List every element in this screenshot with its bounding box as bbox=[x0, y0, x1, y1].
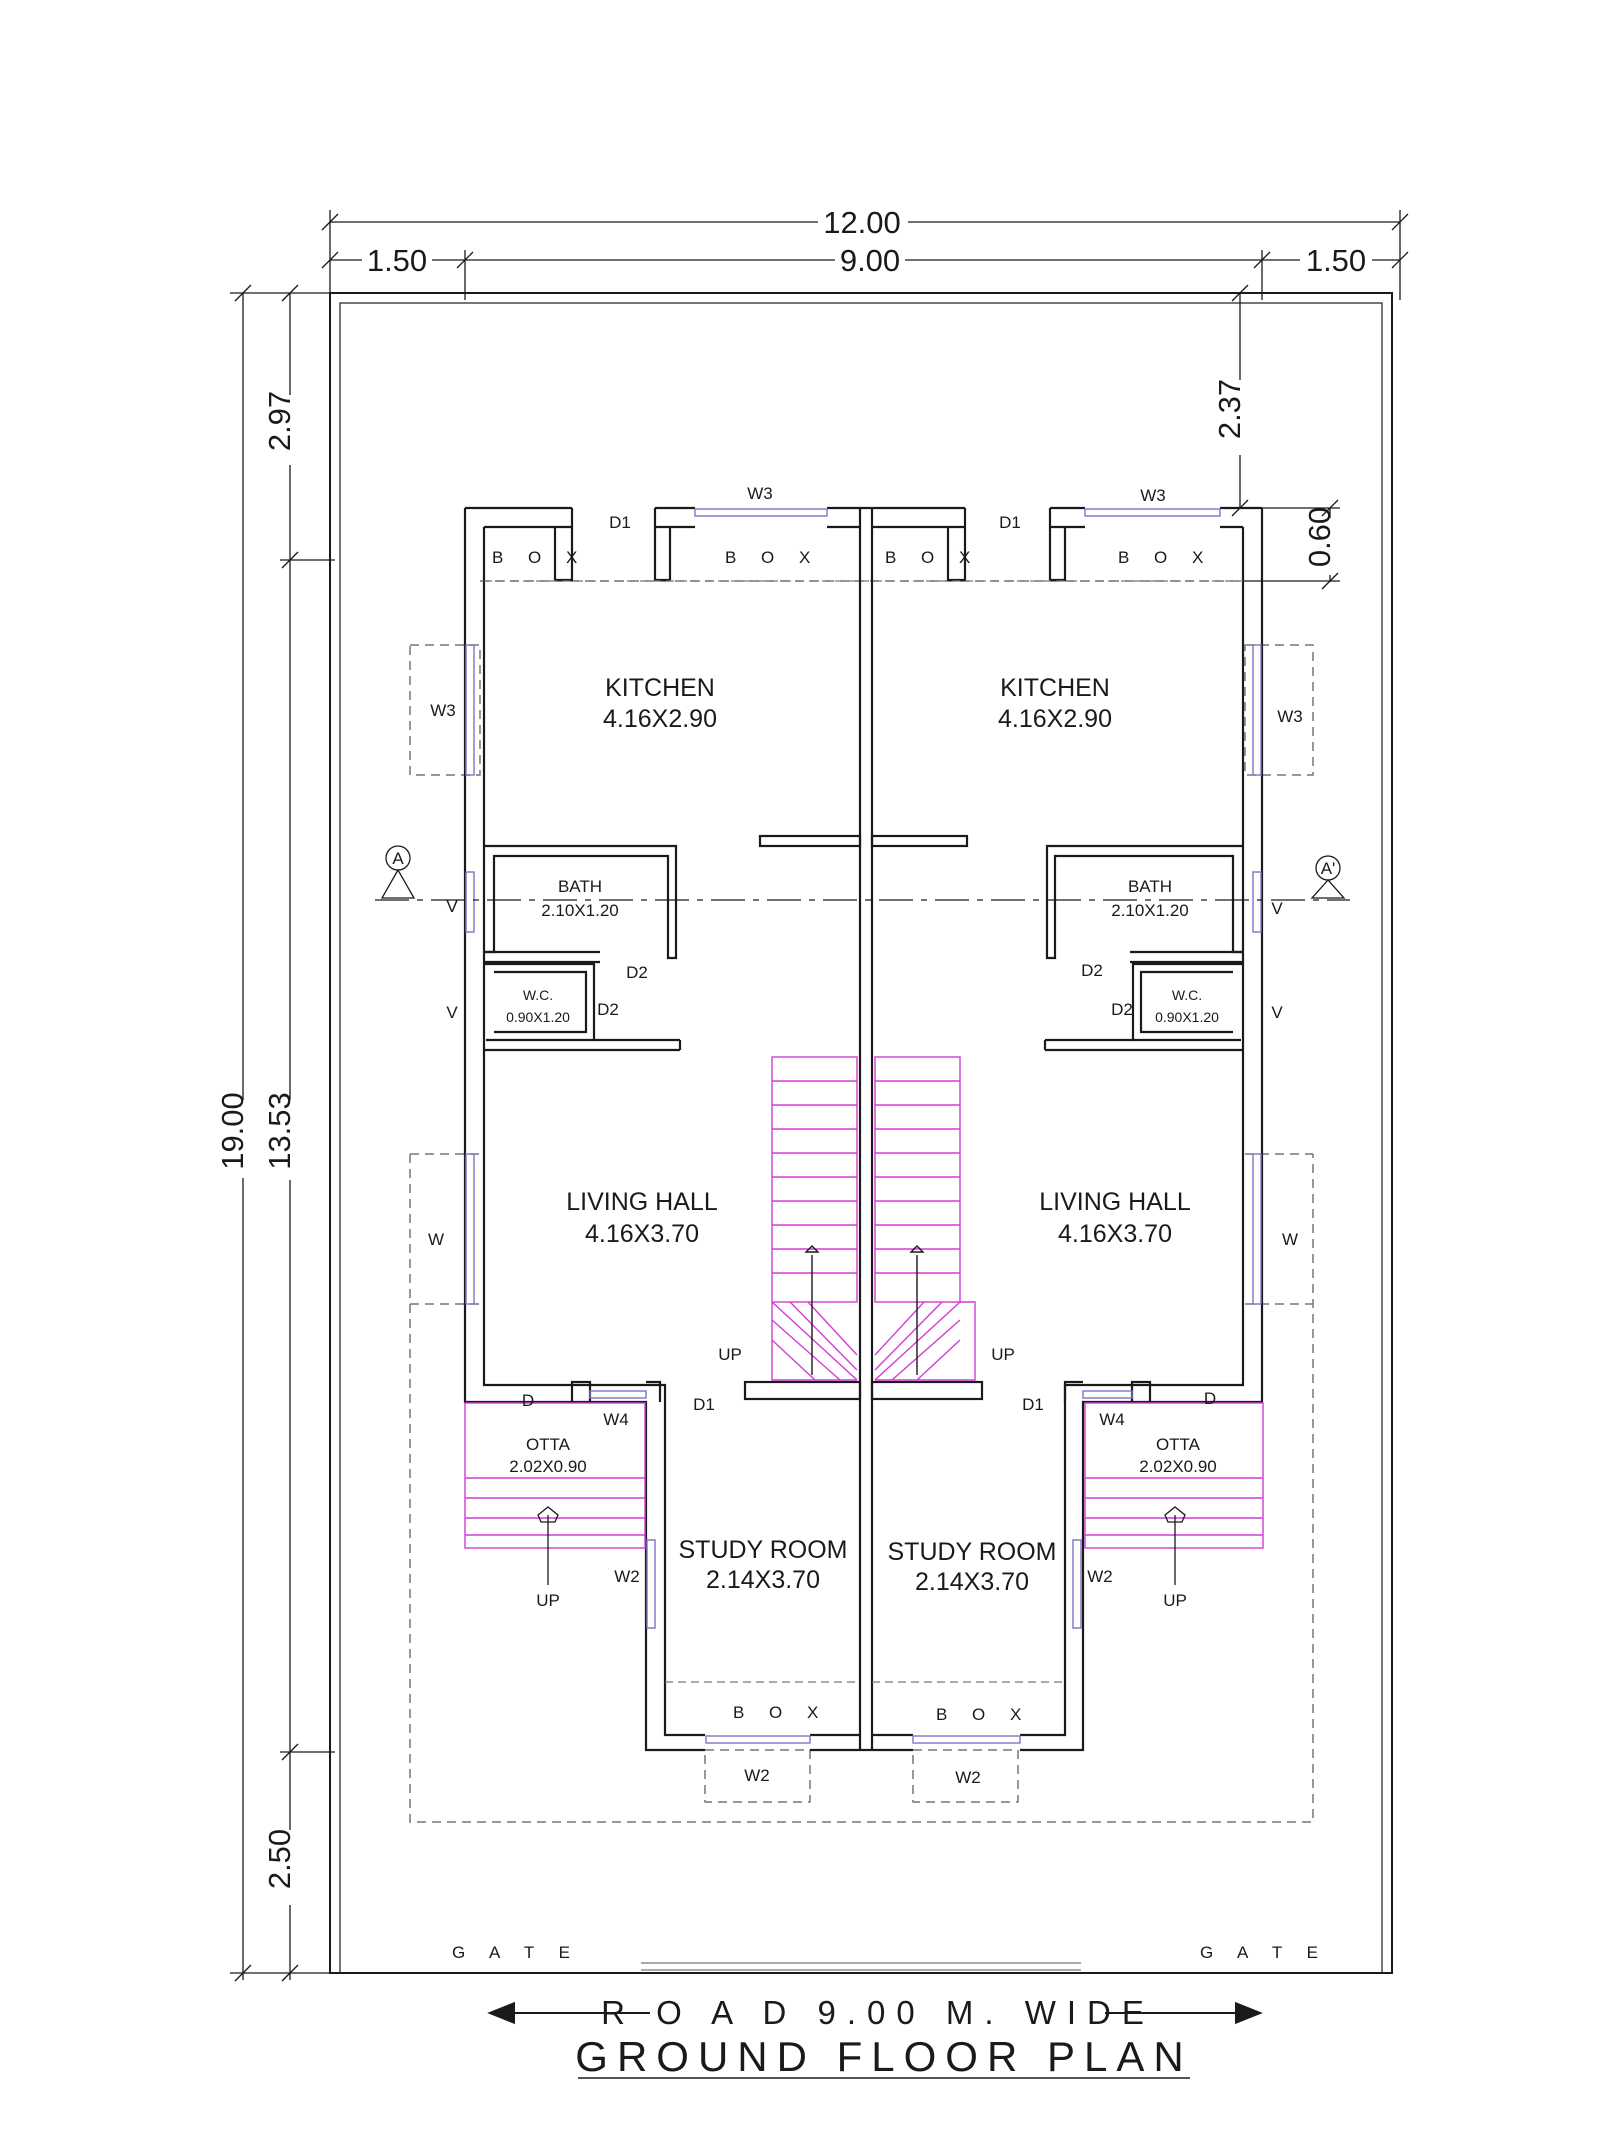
door-label-d2: D2 bbox=[626, 963, 648, 982]
box-lofts bbox=[484, 580, 1243, 1683]
window-label-w2: W2 bbox=[744, 1766, 770, 1785]
opening-labels: B O X B O X B O X B O X B O X B O X D1 D… bbox=[392, 484, 1335, 1962]
dimension-labels: 12.00 1.50 9.00 1.50 19.00 2.97 13.53 2.… bbox=[215, 205, 1366, 1889]
vent-label-v: V bbox=[1271, 1003, 1283, 1022]
study-right-name: STUDY ROOM bbox=[888, 1538, 1057, 1566]
living-left-size: 4.16X3.70 bbox=[585, 1220, 699, 1248]
box-label: B O X bbox=[492, 548, 587, 567]
window-label-w2: W2 bbox=[1087, 1567, 1113, 1586]
section-mark-left: A bbox=[392, 849, 404, 868]
otta-right-name: OTTA bbox=[1156, 1435, 1201, 1454]
living-right-name: LIVING HALL bbox=[1039, 1188, 1191, 1216]
wc-right-name: W.C. bbox=[1172, 987, 1202, 1003]
box-label: B O X bbox=[733, 1703, 828, 1722]
dim-building-depth: 13.53 bbox=[262, 1092, 297, 1170]
vent-label-v: V bbox=[1271, 899, 1283, 918]
box-label: B O X bbox=[1118, 548, 1213, 567]
front-opening bbox=[641, 1962, 1081, 1971]
section-line bbox=[375, 845, 1350, 901]
staircases bbox=[464, 1056, 1264, 1549]
bath-left-name: BATH bbox=[558, 877, 602, 896]
window-label-w: W bbox=[1282, 1230, 1298, 1249]
living-right-size: 4.16X3.70 bbox=[1058, 1220, 1172, 1248]
study-left-name: STUDY ROOM bbox=[679, 1536, 848, 1564]
door-label-d2: D2 bbox=[1081, 961, 1103, 980]
dim-total-width: 12.00 bbox=[823, 205, 901, 240]
walls bbox=[463, 506, 1264, 1752]
living-left-name: LIVING HALL bbox=[566, 1188, 718, 1216]
windows bbox=[465, 508, 1262, 1744]
kitchen-right-size: 4.16X2.90 bbox=[998, 705, 1112, 733]
dim-setback-right: 1.50 bbox=[1306, 243, 1366, 278]
kitchen-left-name: KITCHEN bbox=[605, 674, 715, 702]
study-right-size: 2.14X3.70 bbox=[915, 1568, 1029, 1596]
gate-label-left: G A T E bbox=[452, 1943, 580, 1962]
dim-right-top: 2.37 bbox=[1212, 379, 1247, 439]
drawing-title: GROUND FLOOR PLAN bbox=[575, 2033, 1192, 2080]
door-label-d1: D1 bbox=[693, 1395, 715, 1414]
door-label-d: D bbox=[1204, 1389, 1216, 1408]
door-label-d1: D1 bbox=[999, 513, 1021, 532]
door-label-d1: D1 bbox=[1022, 1395, 1044, 1414]
otta-up-label: UP bbox=[536, 1591, 560, 1610]
dim-rear-setback: 2.50 bbox=[262, 1829, 297, 1889]
dim-setback-left: 1.50 bbox=[367, 243, 427, 278]
window-label-w4: W4 bbox=[1099, 1410, 1125, 1429]
otta-right-size: 2.02X0.90 bbox=[1139, 1457, 1217, 1476]
window-label-w2: W2 bbox=[955, 1768, 981, 1787]
door-label-d: D bbox=[522, 1391, 534, 1410]
road-label: R O A D 9.00 M. WIDE bbox=[601, 1994, 1155, 2031]
vent-label-v: V bbox=[446, 1003, 458, 1022]
window-label-w2: W2 bbox=[614, 1567, 640, 1586]
wc-left-size: 0.90X1.20 bbox=[506, 1009, 570, 1025]
window-label-w4: W4 bbox=[603, 1410, 629, 1429]
dim-total-depth: 19.00 bbox=[215, 1092, 250, 1170]
stair-up-label: UP bbox=[991, 1345, 1015, 1364]
dim-front-setback: 2.97 bbox=[262, 391, 297, 451]
bath-right-size: 2.10X1.20 bbox=[1111, 901, 1189, 920]
box-label: B O X bbox=[885, 548, 980, 567]
kitchen-left-size: 4.16X2.90 bbox=[603, 705, 717, 733]
dim-building-width: 9.00 bbox=[840, 243, 900, 278]
door-label-d2: D2 bbox=[1111, 1000, 1133, 1019]
otta-left-name: OTTA bbox=[526, 1435, 571, 1454]
bath-left-size: 2.10X1.20 bbox=[541, 901, 619, 920]
window-label-w3: W3 bbox=[430, 701, 456, 720]
window-label-w3: W3 bbox=[1140, 486, 1166, 505]
window-label-w3: W3 bbox=[1277, 707, 1303, 726]
door-label-d2: D2 bbox=[597, 1000, 619, 1019]
otta-left-size: 2.02X0.90 bbox=[509, 1457, 587, 1476]
vent-label-v: V bbox=[446, 897, 458, 916]
gate-label-right: G A T E bbox=[1200, 1943, 1328, 1962]
window-label-w3: W3 bbox=[747, 484, 773, 503]
kitchen-right-name: KITCHEN bbox=[1000, 674, 1110, 702]
section-mark-right: A' bbox=[1321, 859, 1336, 878]
box-label: B O X bbox=[725, 548, 820, 567]
study-left-size: 2.14X3.70 bbox=[706, 1566, 820, 1594]
dim-box-depth: 0.60 bbox=[1302, 507, 1337, 567]
bath-right-name: BATH bbox=[1128, 877, 1172, 896]
box-label: B O X bbox=[936, 1705, 1031, 1724]
wc-right-size: 0.90X1.20 bbox=[1155, 1009, 1219, 1025]
door-label-d1: D1 bbox=[609, 513, 631, 532]
wc-left-name: W.C. bbox=[523, 987, 553, 1003]
stair-up-label: UP bbox=[718, 1345, 742, 1364]
otta-up-label: UP bbox=[1163, 1591, 1187, 1610]
room-labels: KITCHEN 4.16X2.90 KITCHEN 4.16X2.90 BATH… bbox=[506, 674, 1219, 1596]
window-label-w: W bbox=[428, 1230, 444, 1249]
otta-up-arrows bbox=[537, 1506, 1186, 1585]
plot-boundary bbox=[329, 292, 1393, 1974]
dimension-lines bbox=[230, 210, 1409, 1982]
